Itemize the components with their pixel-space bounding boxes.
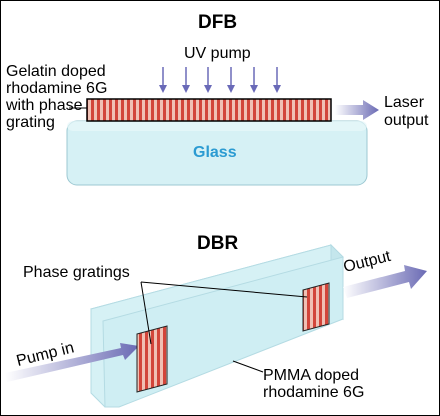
glass-substrate: [66, 120, 368, 186]
phase-gratings-leaders: [140, 281, 308, 345]
phase-gratings-label: Phase gratings: [23, 264, 130, 281]
laser-output-line1: Laser: [384, 94, 425, 111]
gelatin-label-line2: rhodamine 6G: [6, 80, 108, 97]
dbr-output-arrow: [343, 265, 427, 298]
pmma-label-line2: rhodamine 6G: [263, 384, 365, 401]
gelatin-label-line3: with phase: [6, 97, 83, 114]
laser-output-arrow: [335, 100, 379, 120]
uv-arrow: [204, 67, 212, 93]
laser-output-line2: output: [384, 112, 429, 129]
glass-label: Glass: [193, 144, 237, 161]
uv-arrow: [227, 67, 235, 93]
pump-in-arrow: [5, 343, 139, 382]
uv-arrow: [182, 67, 190, 93]
dfb-title: DFB: [198, 12, 238, 33]
gelatin-grating-layer: [86, 98, 332, 122]
uv-pump-arrows: [159, 67, 281, 93]
uv-pump-label: UV pump: [184, 45, 251, 62]
pmma-label: PMMA doped rhodamine 6G: [263, 367, 364, 401]
uv-arrow: [159, 67, 167, 93]
gelatin-label-line1: Gelatin doped: [6, 63, 106, 80]
gelatin-label: Gelatin doped rhodamine 6G with phase gr…: [6, 63, 107, 131]
dbr-title: DBR: [197, 233, 239, 254]
uv-arrow: [273, 67, 281, 93]
uv-arrow: [250, 67, 258, 93]
pmma-label-line1: PMMA doped: [263, 367, 360, 384]
laser-output-label: Laser output: [384, 94, 428, 130]
phase-grating-right: [302, 282, 330, 332]
phase-grating-left: [136, 325, 168, 393]
gelatin-label-line4: grating: [6, 114, 55, 131]
pmma-leader-line: [232, 360, 264, 373]
